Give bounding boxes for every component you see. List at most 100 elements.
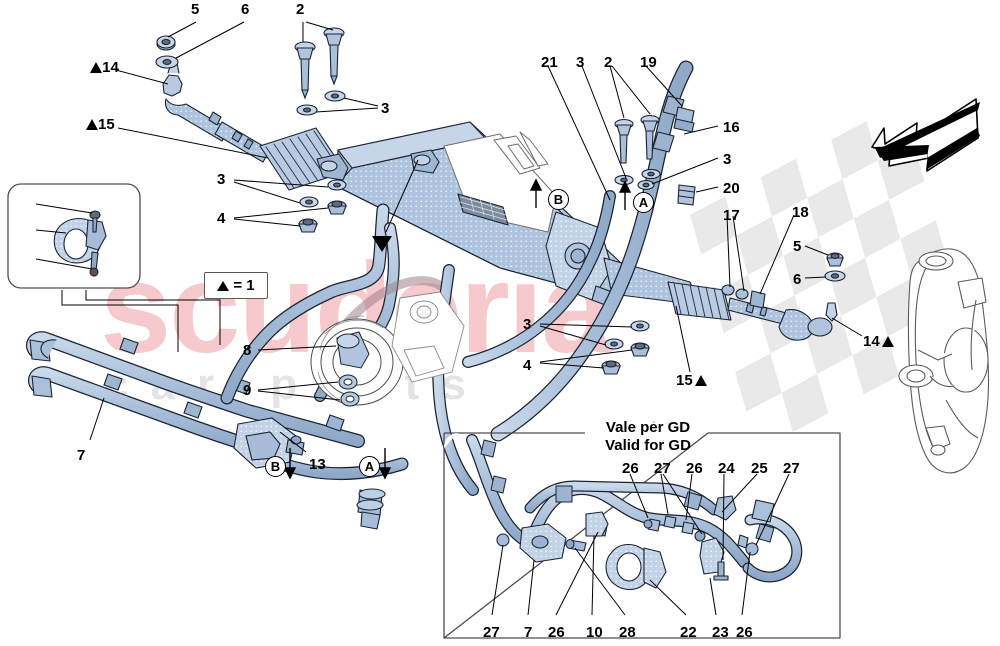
nut-4-low-b [601,360,621,375]
direction-arrow-icon [871,98,980,172]
inset-title-it: Vale per GD [605,419,691,436]
callout-2-top: 2 [296,1,305,18]
inset-callout-25: 25 [751,460,768,477]
inset-callout-27-c: 27 [483,624,500,641]
marker-b-rack: B [548,189,569,210]
callout-11: 11 [14,251,30,268]
callout-8: 8 [243,342,252,359]
steering-boot-right [667,281,732,321]
callout-5-top: 5 [191,1,200,18]
ab-marker-arrows [283,178,632,480]
legend-triangle-equals-one: = 1 [204,272,268,299]
rack-mount-boss-mid [410,149,440,174]
triangle-indicator-rack [372,236,392,252]
bolt-2-a [294,41,316,100]
inset-gd-box [443,432,841,639]
inset-callout-10: 10 [586,624,603,641]
callout-7: 7 [77,447,86,464]
callout-14-left-text: 14 [102,59,119,76]
callout-20: 20 [723,180,740,197]
callout-3-mid: 3 [576,54,585,71]
callout-15-left: 15 [86,117,115,132]
inset-callout-22: 22 [680,624,697,641]
checkered-flag-background [690,121,970,433]
steering-rack-assembly [162,62,838,341]
callout-15-lower: 15 [676,373,707,388]
callout-13: 13 [309,456,326,473]
callout-2-mid: 2 [604,54,613,71]
inset-callout-28: 28 [619,624,636,641]
callout-17: 17 [723,207,740,224]
nut-4-rack-b [298,218,318,233]
callout-21: 21 [541,54,558,71]
bolt-2-b [323,27,345,86]
callout-3-right: 3 [723,151,732,168]
triangle-icon-14-left [90,62,103,73]
inset-title-en: Valid for GD [605,437,691,454]
callout-6-top: 6 [241,1,250,18]
washer-3-a [324,90,346,102]
washer-3-near16 [637,180,655,190]
callout-14-right: 14 [863,334,894,349]
nut-4-rack-a [327,200,347,215]
callout-10: 10 [14,222,31,239]
callout-9: 9 [243,382,252,399]
marker-b-low: B [265,456,286,477]
washer-3-low-b [604,338,624,350]
legend-text: = 1 [233,277,255,294]
fitting-20 [677,184,696,206]
bolt-2-mid-a [614,118,634,164]
inset-callout-23: 23 [712,624,729,641]
nut-5-right [826,252,844,267]
triangle-icon-14-right [881,336,894,347]
callout-3-lower: 3 [523,316,532,333]
callout-15-left-text: 15 [98,116,115,133]
callout-4-rack: 4 [217,210,226,227]
inset-callout-26-a: 26 [622,460,639,477]
tie-rod-end-right [778,302,838,341]
inset-callout-24: 24 [718,460,735,477]
callout-6-right: 6 [793,271,802,288]
inset-callout-27-b: 27 [783,460,800,477]
bolt-2-mid-b [640,114,660,160]
inset-callout-26-c: 26 [548,624,565,641]
callout-14-left: 14 [86,60,119,75]
nut-5-top [156,35,176,51]
clamp-19 [673,106,695,133]
fasteners-top [155,27,346,116]
callout-3-top: 3 [381,100,390,117]
callout-18: 18 [792,204,809,221]
callout-15-lower-text: 15 [676,372,693,389]
rack-mount-boss-left [316,153,349,181]
rack-cooler-grid [457,193,509,226]
fasteners-mid [614,106,696,206]
inset-callout-26-d: 26 [736,624,753,641]
callout-5-right: 5 [793,238,802,255]
washer-3-mid-b [641,168,661,180]
leader-lines-inset [491,473,790,616]
fasteners-lower [601,320,650,375]
washer-3-b [296,104,318,116]
nut-4-low-a [630,342,650,357]
washer-6-top [155,55,179,69]
washer-3-mid-a [614,174,634,186]
power-steering-pump [310,291,465,407]
marker-a-rack: A [633,192,654,213]
marker-a-low: A [359,456,380,477]
inset-callout-7: 7 [524,624,533,641]
washer-3-rack-a [327,179,347,191]
inset-gd-artwork [466,421,803,591]
inset-callout-26-b: 26 [686,460,703,477]
fasteners-right [824,252,846,282]
callout-16: 16 [723,119,740,136]
callout-19: 19 [640,54,657,71]
tie-rod-shaft-left [214,121,271,163]
washer-3-low-a [630,320,650,332]
steering-knuckle-upright [898,248,990,474]
callout-12: 12 [14,195,31,212]
triangle-icon-15-left [86,119,98,130]
inset-callout-27-a: 27 [654,460,671,477]
callout-14-right-text: 14 [863,333,880,350]
